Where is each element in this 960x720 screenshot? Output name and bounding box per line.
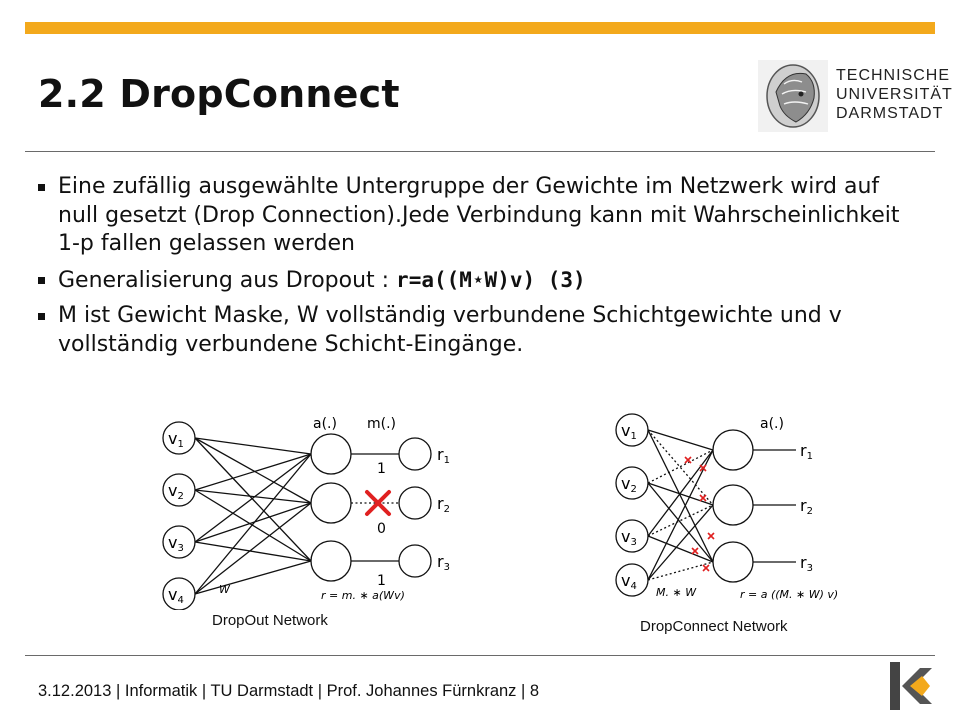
bullet-item: Eine zufällig ausgewählte Untergruppe de… (36, 173, 916, 259)
hidden-neurons (712, 429, 754, 583)
footer-text: 3.12.2013 | Informatik | TU Darmstadt | … (38, 682, 540, 700)
dropconnect-equation: r = a ((M. ∗ W) v) (740, 588, 838, 601)
slide-title: 2.2 DropConnect (38, 72, 400, 116)
dropconnect-network-diagram: v1 v2 v3 v4 r1 r2 r3 a(.) M. ∗ W r = a (… (615, 413, 838, 601)
dropout-equation: r = m. ∗ a(Wv) (321, 589, 405, 602)
hidden-neurons (310, 433, 432, 582)
input-neuron (162, 525, 196, 559)
tu-darmstadt-logo: TECHNISCHE UNIVERSITÄT DARMSTADT (756, 52, 952, 140)
hidden-neuron (310, 433, 352, 475)
dropconnect-caption: DropConnect Network (640, 618, 788, 635)
mask-label: m(.) (367, 416, 396, 432)
weight-label: W (219, 583, 231, 596)
logo-line-2: UNIVERSITÄT (836, 86, 953, 103)
input-neurons: v1 v2 v3 v4 (162, 421, 196, 610)
square-bullet-icon (38, 184, 45, 191)
dropout-caption: DropOut Network (212, 612, 328, 629)
output-labels: r1 r2 r3 (800, 441, 813, 574)
activation-label: a(.) (313, 416, 337, 432)
input-neurons: v1 v2 v3 v4 (615, 413, 649, 597)
mask-neuron (398, 544, 432, 578)
bullet-list: Eine zufällig ausgewählte Untergruppe de… (36, 173, 916, 366)
drop-x-icon (691, 547, 699, 555)
bullet-text: Eine zufällig ausgewählte Untergruppe de… (58, 174, 900, 256)
drop-x-icon (699, 464, 707, 472)
mask-neuron (398, 486, 432, 520)
mask-weight-label: M. ∗ W (656, 586, 697, 599)
output-label: r1 (437, 445, 450, 466)
drop-x-icon (699, 494, 707, 502)
input-label: v2 (621, 474, 637, 495)
drop-x-icon (702, 564, 710, 572)
output-label: r1 (800, 441, 813, 462)
input-label: v2 (168, 481, 184, 502)
input-neuron (615, 466, 649, 500)
square-bullet-icon (38, 313, 45, 320)
dropout-network-diagram: v1 v2 v3 v4 r1 r2 r3 a(.) m(.) 1 0 1 W r… (162, 416, 450, 610)
output-labels: r1 r2 r3 (437, 445, 450, 573)
mask-value: 1 (377, 573, 386, 589)
top-accent-bar (25, 22, 935, 34)
bullet-item: M ist Gewicht Maske, W vollständig verbu… (36, 302, 916, 359)
logo-line-3: DARMSTADT (836, 105, 944, 122)
mask-value: 1 (377, 461, 386, 477)
input-neuron (162, 577, 196, 610)
drop-x-icon (365, 490, 391, 516)
input-label: v4 (621, 571, 637, 592)
mask-neuron (398, 437, 432, 471)
logo-line-1: TECHNISCHE (836, 67, 951, 84)
bullet-text: Generalisierung aus Dropout : (58, 267, 397, 293)
dropped-connection-marks (684, 456, 715, 572)
input-neuron (615, 563, 649, 597)
drop-x-icon (684, 456, 692, 464)
output-label: r2 (437, 494, 450, 515)
ke-group-logo-icon (884, 660, 936, 712)
formula: r=a((M⋆W)v) (3) (396, 267, 586, 292)
hidden-neuron (712, 541, 754, 583)
athena-emblem-icon (758, 60, 828, 132)
square-bullet-icon (38, 276, 45, 284)
output-label: r3 (800, 553, 813, 574)
hidden-neuron (712, 429, 754, 471)
mask-value: 0 (377, 521, 386, 537)
input-label: v4 (168, 585, 184, 606)
input-label: v1 (168, 429, 184, 450)
footer-divider (25, 655, 935, 656)
input-neuron (615, 413, 649, 447)
input-neuron (162, 473, 196, 507)
input-label: v1 (621, 421, 637, 442)
output-label: r3 (437, 552, 450, 573)
input-label: v3 (168, 533, 184, 554)
hidden-neuron (712, 484, 754, 526)
hidden-neuron (310, 540, 352, 582)
input-label: v3 (621, 527, 637, 548)
output-label: r2 (800, 496, 813, 517)
header-divider (25, 151, 935, 152)
bullet-item: Generalisierung aus Dropout : r=a((M⋆W)v… (36, 266, 916, 296)
drop-x-icon (707, 532, 715, 540)
hidden-neuron (310, 482, 352, 524)
input-neuron (615, 519, 649, 553)
bullet-text: M ist Gewicht Maske, W vollständig verbu… (58, 303, 842, 357)
input-neuron (162, 421, 196, 455)
activation-label: a(.) (760, 416, 784, 432)
